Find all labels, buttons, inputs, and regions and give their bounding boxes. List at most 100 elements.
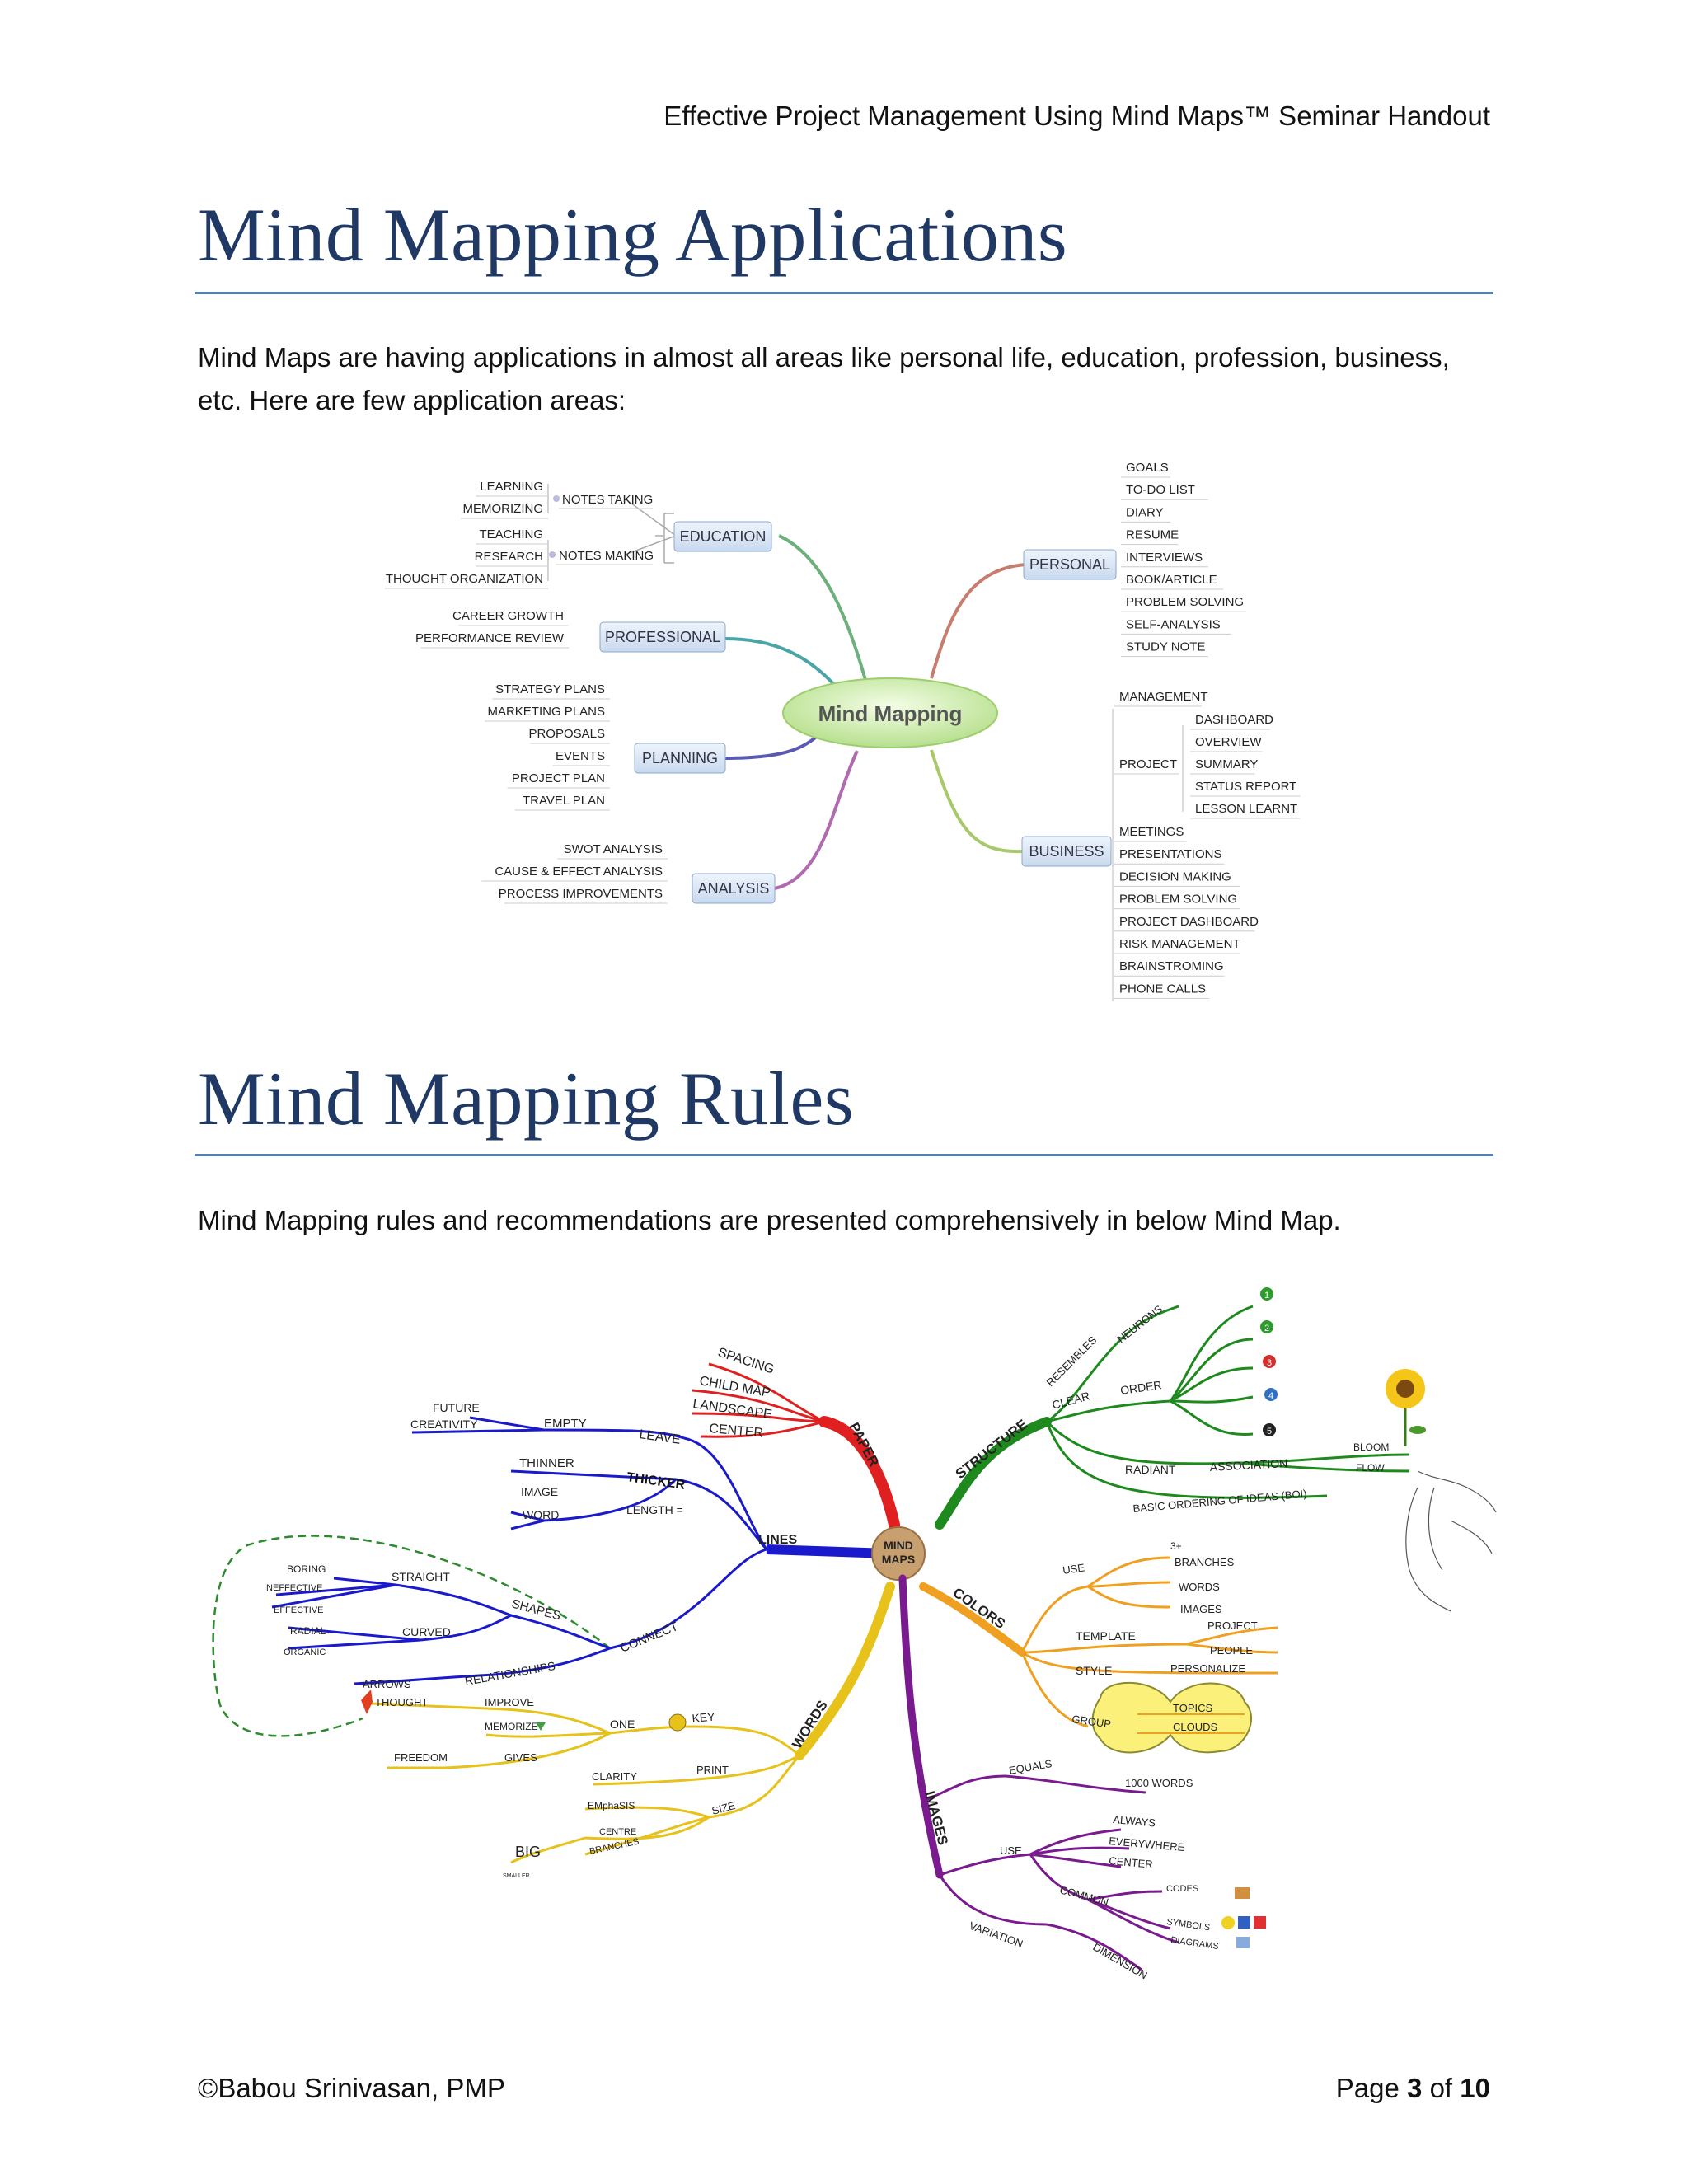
images-diagrams: DIAGRAMS [1170, 1935, 1220, 1952]
footer-page-number: Page 3 of 10 [1336, 2073, 1490, 2104]
professional-item-0: CAREER GROWTH [452, 609, 564, 623]
professional-item-1: PERFORMANCE REVIEW [415, 631, 565, 645]
words-one: ONE [610, 1718, 635, 1731]
planning-item-0: STRATEGY PLANS [495, 682, 605, 696]
paper-label: PAPER [846, 1420, 882, 1469]
order-number-4: 4 [1268, 1391, 1273, 1401]
branch-images [898, 1574, 944, 1879]
images-codes: CODES [1166, 1884, 1198, 1894]
branch-personal [930, 563, 1027, 679]
analysis-label: ANALYSIS [698, 880, 770, 897]
professional-label: PROFESSIONAL [605, 629, 720, 645]
business-item-4: PROJECT DASHBOARD [1119, 915, 1259, 929]
structure-label: STRUCTURE [953, 1417, 1030, 1483]
education-box [673, 521, 772, 552]
lines-effective: EFFECTIVE [274, 1605, 324, 1615]
lines-radial: RADIAL [290, 1625, 326, 1637]
personal-item-0: GOALS [1126, 461, 1169, 475]
structure-association: ASSOCIATION [1209, 1456, 1287, 1474]
sunflower-icon [1386, 1369, 1426, 1446]
words-freedom: FREEDOM [394, 1751, 448, 1764]
relationship-dashed-arrow [212, 1535, 611, 1737]
lines-leave: LEAVE [638, 1427, 681, 1447]
lines-boring: BORING [287, 1563, 326, 1575]
words-thought: THOUGHT [375, 1696, 428, 1708]
business-item-7: PHONE CALLS [1119, 982, 1206, 996]
colors-images: IMAGES [1180, 1603, 1222, 1615]
business-project-item-0: DASHBOARD [1195, 713, 1273, 727]
business-item-6: BRAINSTROMING [1119, 959, 1224, 973]
personal-item-7: SELF-ANALYSIS [1126, 617, 1221, 631]
applications-mind-map: NOTES TAKING NOTES MAKING LEARNINGMEMORI… [385, 461, 1301, 1001]
images-common: COMMON [1058, 1883, 1109, 1908]
education-item-1: MEMORIZING [463, 502, 544, 516]
lines-straight: STRAIGHT [392, 1570, 450, 1583]
branch-structure [935, 1417, 1052, 1530]
images-symbols: SYMBOLS [1166, 1917, 1211, 1933]
lines-relationships: RELATIONSHIPS [464, 1659, 556, 1688]
images-center: CENTER [1109, 1854, 1154, 1871]
professional-box [599, 621, 726, 653]
branch-education [778, 534, 867, 681]
images-everywhere: EVERYWHERE [1109, 1835, 1186, 1854]
images-always: ALWAYS [1113, 1813, 1156, 1829]
order-numbers: 1 2 3 4 5 [1260, 1287, 1278, 1436]
personal-item-3: RESUME [1126, 528, 1179, 542]
section-title-applications: Mind Mapping Applications [198, 193, 1068, 277]
lines-thinner: THINNER [519, 1456, 574, 1470]
colors-group: GROUP [1071, 1713, 1112, 1730]
colors-people: PEOPLE [1210, 1644, 1253, 1657]
personal-item-8: STUDY NOTE [1126, 640, 1205, 654]
section-title-rules: Mind Mapping Rules [198, 1057, 855, 1141]
business-project: PROJECT [1119, 757, 1177, 771]
personal-item-2: DIARY [1126, 505, 1164, 519]
words-improve: IMPROVE [485, 1696, 534, 1708]
planning-label: PLANNING [642, 750, 718, 766]
education-label: EDUCATION [680, 528, 767, 545]
colors-words: WORDS [1179, 1581, 1220, 1593]
personal-item-1: TO-DO LIST [1126, 483, 1195, 497]
of-word: of [1429, 2073, 1453, 2103]
page-header: Effective Project Management Using Mind … [663, 101, 1490, 131]
business-label: BUSINESS [1029, 843, 1104, 860]
business-project-item-4: LESSON LEARNT [1195, 802, 1297, 816]
arrow-thought-icon [361, 1690, 373, 1714]
analysis-item-1: CAUSE & EFFECT ANALYSIS [495, 865, 663, 879]
branch-lines [766, 1544, 891, 1558]
memorize-arrow-icon [536, 1722, 546, 1731]
cloud-shape-icon [1091, 1681, 1253, 1754]
structure-bloom: BLOOM [1353, 1441, 1389, 1453]
structure-boi: BASIC ORDERING OF IDEAS (BOI) [1132, 1488, 1307, 1515]
planning-item-2: PROPOSALS [528, 727, 605, 741]
intro-line-1: Mind Maps are having applications in alm… [198, 342, 1450, 373]
words-centre: CENTRE [599, 1827, 636, 1837]
business-item-5: RISK MANAGEMENT [1119, 937, 1240, 951]
branch-analysis [774, 750, 859, 890]
page-current: 3 [1407, 2073, 1423, 2103]
images-equals: EQUALS [1008, 1757, 1053, 1777]
lines-word: WORD [523, 1508, 559, 1521]
education-item-b-2: THOUGHT ORGANIZATION [386, 572, 543, 586]
lines-shapes: SHAPES [510, 1596, 562, 1623]
structure-neurons: NEURONS [1115, 1302, 1165, 1345]
words-memorize: MEMORIZE [485, 1721, 538, 1732]
lines-future: FUTURE [433, 1401, 480, 1414]
structure-flow: FLOW [1356, 1462, 1385, 1474]
words-gives: GIVES [504, 1751, 537, 1764]
paper-center: CENTER [709, 1422, 764, 1441]
education-item-b-0: TEACHING [479, 527, 543, 541]
symbols-icons [1221, 1887, 1266, 1948]
planning-box [634, 743, 726, 774]
education-item-0: LEARNING [480, 480, 543, 494]
branch-business [930, 749, 1023, 854]
structure-order: ORDER [1119, 1378, 1162, 1397]
heading-rule [195, 292, 1493, 294]
center-line-1: MIND [884, 1539, 913, 1552]
analysis-item-2: PROCESS IMPROVEMENTS [499, 887, 663, 901]
page-word: Page [1335, 2073, 1400, 2103]
structure-radiant: RADIANT [1125, 1463, 1176, 1476]
personal-item-5: BOOK/ARTICLE [1126, 573, 1217, 587]
branch-words [795, 1582, 895, 1760]
heading-rule-2 [195, 1154, 1493, 1156]
structure-resembles: RESEMBLES [1044, 1333, 1100, 1389]
